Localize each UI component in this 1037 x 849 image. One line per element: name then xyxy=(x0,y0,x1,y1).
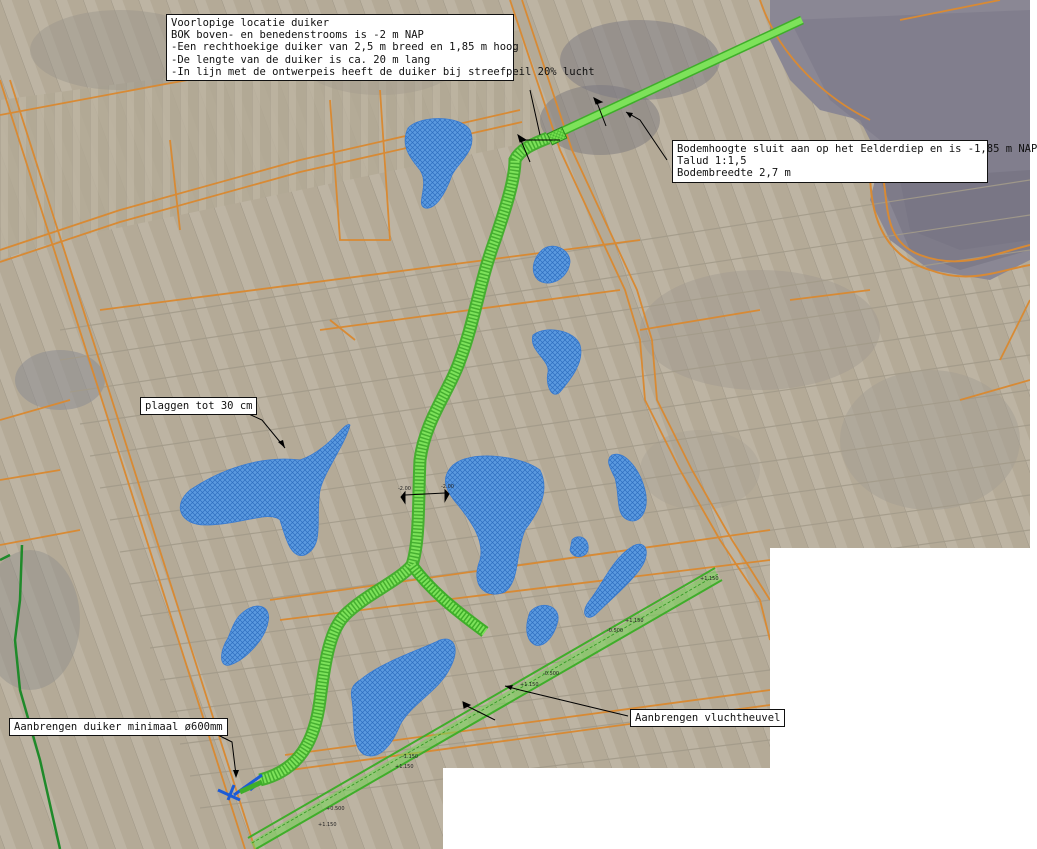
svg-text:+0.500: +0.500 xyxy=(326,806,345,812)
vluchtheuvel-text: Aanbrengen vluchtheuvel xyxy=(635,712,781,724)
duiker-location-note: Voorlopige locatie duiker BOK boven- en … xyxy=(166,14,595,82)
vluchtheuvel-label: Aanbrengen vluchtheuvel xyxy=(630,709,786,728)
svg-text:-0.500: -0.500 xyxy=(543,671,559,677)
svg-text:+1.150: +1.150 xyxy=(700,576,719,582)
plaggen-areas xyxy=(179,118,647,757)
svg-text:-0.500: -0.500 xyxy=(607,628,623,634)
note-line: Bodemhoogte sluit aan op het Eelderdiep … xyxy=(677,143,1037,155)
ditch-line xyxy=(13,544,62,849)
aanbrengen-duiker-text: Aanbrengen duiker minimaal ø600mm xyxy=(14,721,223,733)
svg-text:+1.150: +1.150 xyxy=(520,682,539,688)
plaggen-text: plaggen tot 30 cm xyxy=(145,400,253,412)
svg-text:-2.00: -2.00 xyxy=(441,484,454,490)
svg-text:-1.150: -1.150 xyxy=(402,754,418,760)
channel-route xyxy=(258,15,804,787)
note-line: BOK boven- en benedenstrooms is -2 m NAP xyxy=(171,29,424,42)
aanbrengen-duiker-label: Aanbrengen duiker minimaal ø600mm xyxy=(9,718,228,737)
note-line: Voorlopige locatie duiker xyxy=(171,17,330,29)
vluchtheuvel-strip xyxy=(247,567,723,849)
plaggen-label: plaggen tot 30 cm xyxy=(140,397,258,416)
note-line: -De lengte van de duiker is ca. 20 m lan… xyxy=(171,53,431,66)
svg-text:-2.00: -2.00 xyxy=(398,486,411,492)
note-line: -Een rechthoekige duiker van 2,5 m breed… xyxy=(171,41,519,54)
section-markers xyxy=(400,97,607,721)
bodemhoogte-note: Bodemhoogte sluit aan op het Eelderdiep … xyxy=(672,140,1037,183)
note-line: Bodembreedte 2,7 m xyxy=(677,167,791,180)
svg-text:+1.150: +1.150 xyxy=(395,764,414,770)
note-line: -In lijn met de ontwerpeis heeft de duik… xyxy=(171,65,595,78)
note-line: Talud 1:1,5 xyxy=(677,155,747,168)
svg-text:+1.150: +1.150 xyxy=(625,618,644,624)
svg-text:+1.150: +1.150 xyxy=(318,822,337,828)
